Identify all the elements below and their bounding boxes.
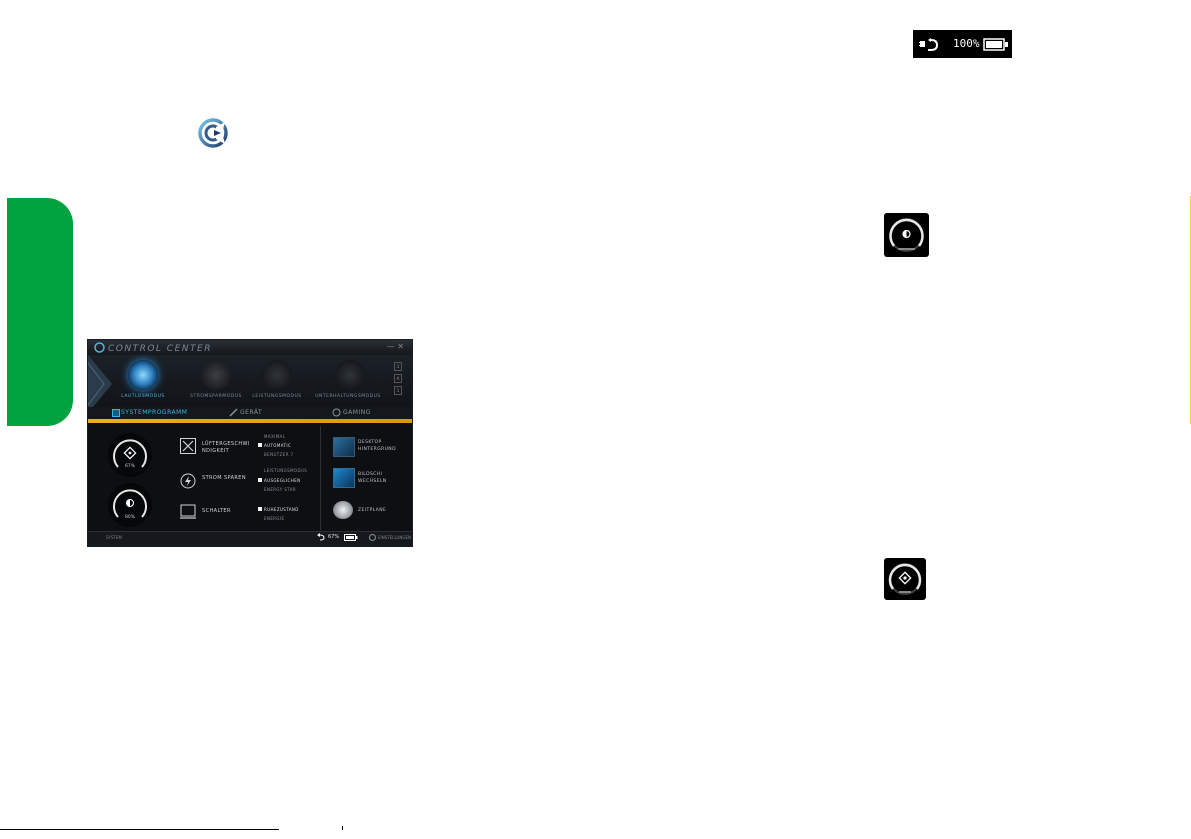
sleep-icon: [180, 504, 196, 519]
power-option-energy-star[interactable]: ENERGY STAR: [264, 487, 297, 492]
power-option-balanced[interactable]: AUSGEGLICHEN: [264, 478, 301, 483]
switch-option-sleep[interactable]: RUHEZUSTAND: [264, 507, 299, 512]
fan-option-automatic[interactable]: AUTOMATIC: [264, 443, 292, 448]
fan-gauge[interactable]: [108, 433, 152, 477]
desktop-background-icon[interactable]: [333, 437, 355, 457]
brightness-gauge-value: 80%: [124, 515, 135, 520]
switch-option-energy[interactable]: ENERGIE: [264, 516, 285, 521]
control-center-window: CONTROL CENTER — ✕ LAUTLOSMODUS STROMSPA…: [87, 339, 413, 547]
desktop-background-label-1: DESKTOP: [358, 440, 382, 445]
side-button-1[interactable]: 1: [394, 362, 402, 371]
status-bar: [88, 531, 412, 546]
power-saving-mode-icon[interactable]: [201, 360, 231, 390]
battery-percent: 100%: [953, 37, 980, 50]
switch-display-icon[interactable]: [333, 468, 355, 488]
entertainment-mode-icon[interactable]: [335, 360, 365, 390]
power-option-radio[interactable]: [258, 478, 262, 482]
tab-system[interactable]: SYSTEMPROGRAMM: [121, 409, 188, 416]
switch-display-label-1: BILDSCHI: [358, 472, 383, 477]
mode-label-performance: LEISTUNGSMODUS: [252, 394, 302, 399]
window-title: CONTROL CENTER: [108, 344, 212, 354]
ac-plug-icon: [317, 533, 325, 541]
switch-display-label-2: WECHSELN: [358, 479, 387, 484]
status-bar-left: SYSTEM: [106, 535, 122, 540]
gaming-tab-icon: [332, 408, 341, 417]
fan-option-custom[interactable]: BENUTZER 7: [264, 452, 294, 457]
switch-label: SCHALTER: [202, 508, 231, 514]
brightness-icon: [889, 218, 924, 252]
fan-gauge-tile: [884, 558, 926, 600]
window-controls[interactable]: — ✕: [386, 342, 404, 351]
performance-mode-icon[interactable]: [262, 360, 292, 390]
mode-label-power-saving: STROMSPARMODUS: [190, 394, 242, 399]
brightness-gauge[interactable]: [108, 483, 152, 527]
fan-gauge-value: 67%: [124, 464, 135, 469]
settings-label[interactable]: EINSTELLUNGEN: [378, 535, 412, 540]
battery-icon: [344, 534, 358, 541]
status-battery-percent: 67%: [328, 534, 340, 540]
title-bar[interactable]: [88, 340, 412, 355]
power-status-strip: 100%: [913, 30, 1012, 58]
brightness-gauge-tile: [884, 213, 929, 257]
device-tab-icon: [229, 408, 238, 417]
chapter-tab-edge: [0, 198, 7, 426]
switch-option-radio[interactable]: [258, 507, 262, 511]
fan-speed-icon: [180, 438, 196, 454]
fan-icon: [113, 439, 147, 468]
fan-icon: [888, 563, 922, 595]
power-saving-icon: [180, 473, 196, 489]
power-option-performance[interactable]: LEISTUNGSMODUS: [264, 468, 308, 473]
accent-edge: [88, 419, 412, 423]
footer-rule: [0, 829, 279, 830]
battery-icon: [983, 38, 1008, 51]
fan-option-radio[interactable]: [258, 443, 262, 447]
silent-mode-icon[interactable]: [128, 360, 158, 390]
mode-label-silent: LAUTLOSMODUS: [121, 394, 165, 399]
side-button-3[interactable]: 1: [394, 386, 402, 395]
ac-plug-icon: [919, 38, 939, 51]
chevron-left-icon[interactable]: [88, 355, 112, 413]
utility-divider: [320, 426, 321, 530]
brightness-icon: [113, 489, 147, 518]
scheduler-label: ZEITPLANE: [358, 508, 387, 513]
scheduler-clock-icon[interactable]: [333, 501, 353, 519]
tab-gaming[interactable]: GAMING: [343, 409, 371, 416]
gear-icon[interactable]: [368, 533, 377, 542]
power-saving-label: STROM SPAREN: [202, 475, 247, 481]
app-icon: [94, 342, 105, 353]
mode-label-entertainment: UNTERHALTUNGSMODUS: [315, 394, 381, 399]
chapter-tab: [0, 198, 73, 426]
control-center-logo-icon: [198, 118, 228, 148]
fan-option-maximal[interactable]: MAXIMAL: [264, 434, 286, 439]
desktop-background-label-2: HINTERGRUND: [358, 447, 396, 452]
system-tab-icon: [112, 409, 120, 417]
fan-speed-label-1: LÜFTERGESCHWI: [202, 441, 250, 447]
side-button-2[interactable]: A: [394, 374, 402, 383]
fan-speed-label-2: NDIGKEIT: [202, 448, 230, 454]
tab-device[interactable]: GERÄT: [240, 409, 263, 416]
footer-tick: [342, 826, 343, 830]
